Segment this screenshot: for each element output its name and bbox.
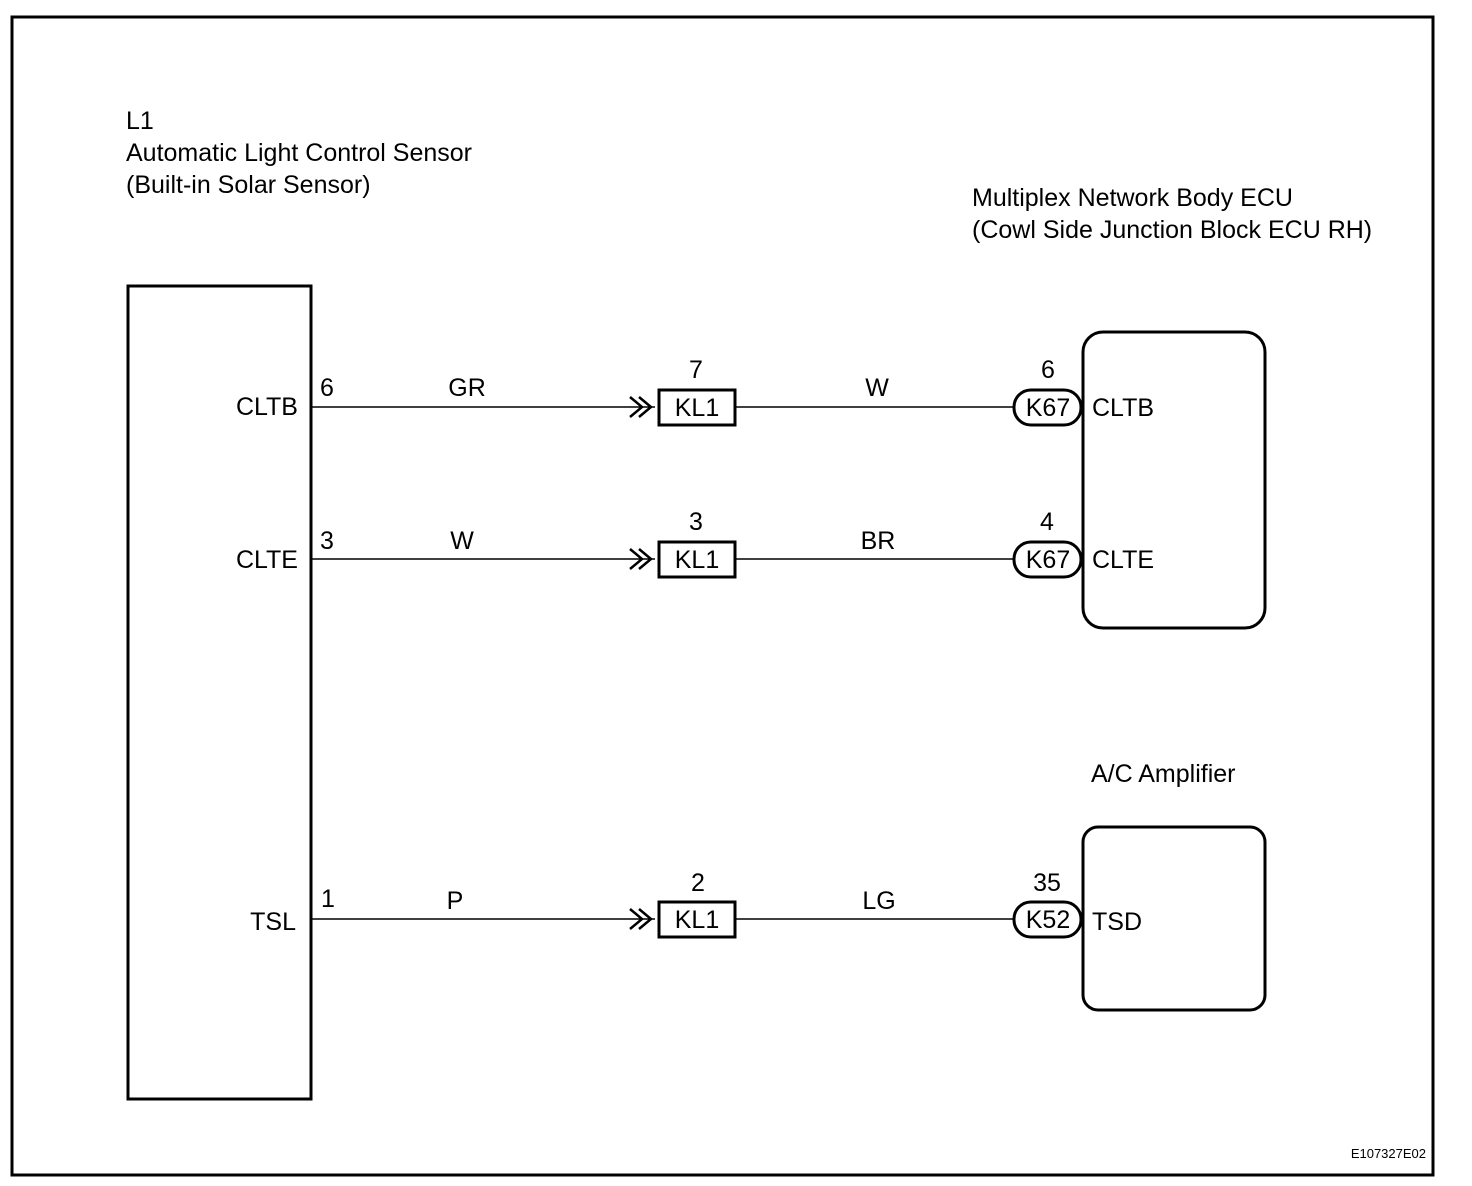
junction-label: KL1: [675, 546, 719, 574]
connector-pin-number: 4: [1040, 508, 1054, 536]
left-wire-color: W: [450, 527, 474, 555]
right-terminal-label: TSD: [1092, 908, 1142, 936]
junction-arrow-icon: [629, 908, 653, 930]
right-terminal-label: CLTE: [1092, 546, 1154, 574]
right-wire-color: BR: [861, 527, 896, 555]
diagram-frame: [10, 15, 1435, 1177]
sensor-box: [126, 284, 313, 1101]
right-wire-color: LG: [862, 887, 895, 915]
sensor-subname: (Built-in Solar Sensor): [126, 171, 371, 199]
figure-code: E107327E02: [1351, 1146, 1426, 1161]
ecu-subname: (Cowl Side Junction Block ECU RH): [972, 216, 1372, 244]
right-terminal-label: CLTB: [1092, 394, 1154, 422]
junction-pin-number: 7: [689, 356, 703, 384]
ecu-name: Multiplex Network Body ECU: [972, 184, 1293, 212]
wire-row: CLTE 3 W 3 KL1 BR 4 K67 CLTE: [236, 508, 1154, 579]
wire-row: CLTB 6 GR 7 KL1 W 6 K67 CLTB: [236, 356, 1154, 427]
wire-row: TSL 1 P 2 KL1 LG 35 K52 TSD: [250, 869, 1142, 939]
junction-label: KL1: [675, 394, 719, 422]
ecu-box: [1081, 330, 1267, 630]
junction-arrow-icon: [629, 548, 653, 570]
left-terminal-label: CLTE: [236, 546, 298, 574]
left-pin-number: 6: [320, 374, 334, 402]
amp-name: A/C Amplifier: [1091, 760, 1235, 788]
left-pin-number: 3: [320, 527, 334, 555]
sensor-name: Automatic Light Control Sensor: [126, 139, 472, 167]
left-wire-color: GR: [448, 374, 486, 402]
right-wire-color: W: [865, 374, 889, 402]
left-wire-color: P: [447, 887, 464, 915]
junction-arrow-icon: [629, 396, 653, 418]
left-terminal-label: CLTB: [236, 393, 298, 421]
junction-pin-number: 3: [689, 508, 703, 536]
connector-oval: [1012, 540, 1083, 579]
connector-label: K67: [1026, 546, 1070, 574]
connector-label: K52: [1026, 906, 1070, 934]
left-terminal-label: TSL: [250, 908, 296, 936]
connector-pin-number: 35: [1033, 869, 1061, 897]
connector-label: K67: [1026, 394, 1070, 422]
sensor-code: L1: [126, 107, 154, 135]
left-pin-number: 1: [321, 885, 335, 913]
connector-pin-number: 6: [1041, 356, 1055, 384]
connector-oval: [1012, 388, 1083, 427]
junction-label: KL1: [675, 906, 719, 934]
connector-oval: [1012, 900, 1083, 939]
junction-pin-number: 2: [691, 869, 705, 897]
amp-box: [1081, 825, 1267, 1012]
